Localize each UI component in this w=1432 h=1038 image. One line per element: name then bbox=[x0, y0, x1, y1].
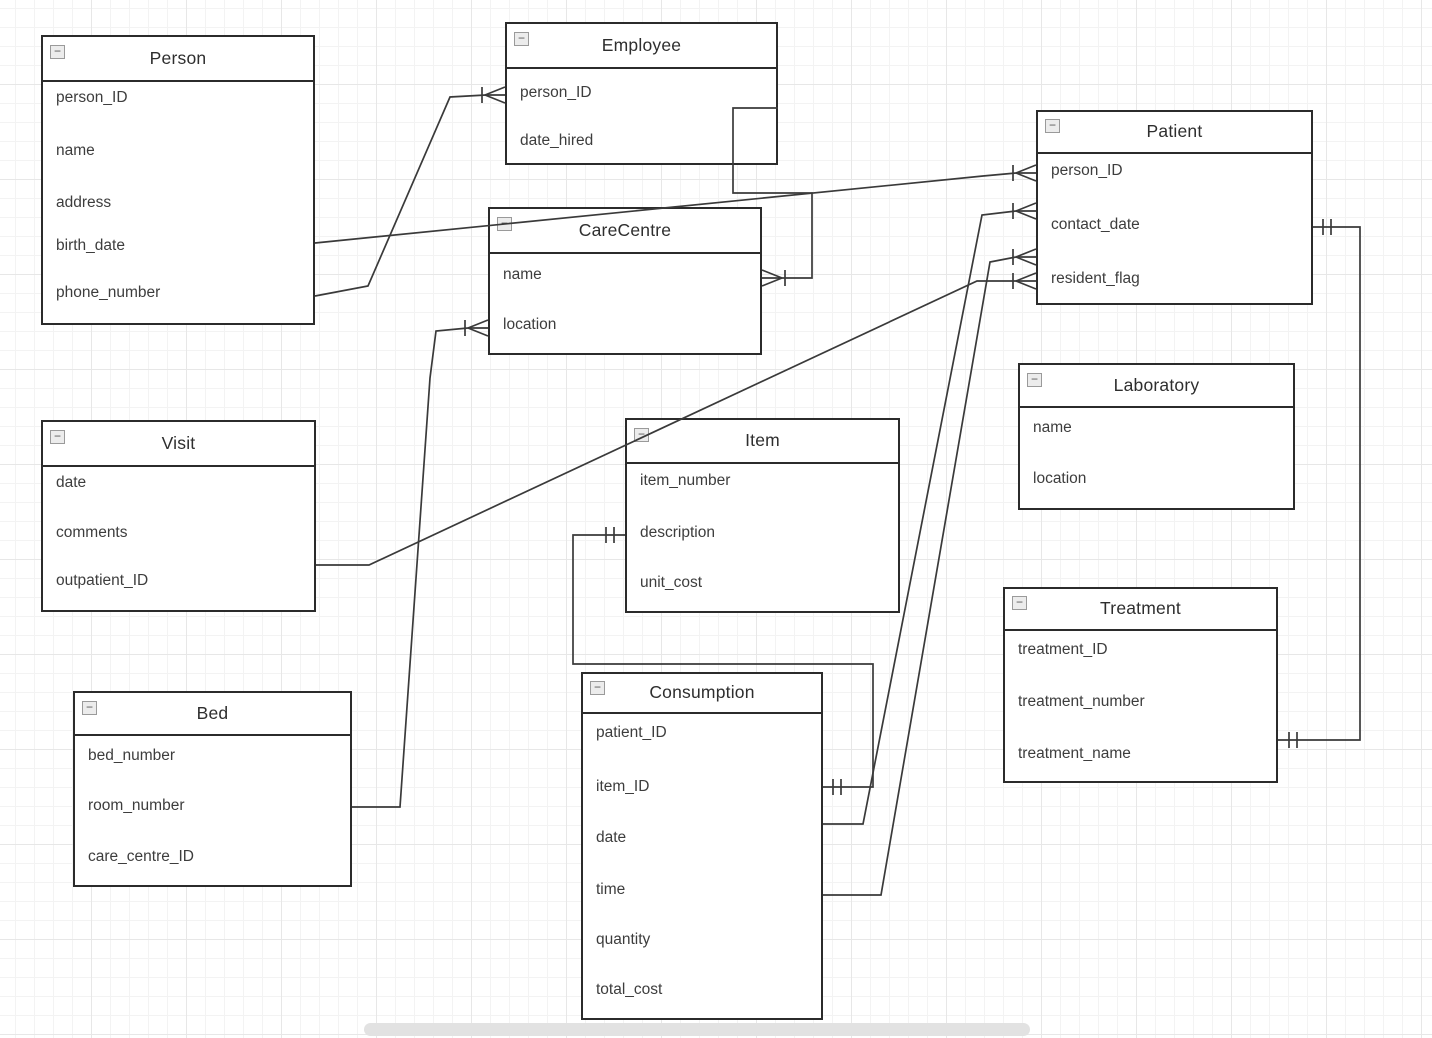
entity-person[interactable]: − Person person_ID name address birth_da… bbox=[41, 35, 315, 325]
field-row[interactable]: treatment_number bbox=[1018, 693, 1145, 710]
entity-title: Employee bbox=[601, 35, 682, 55]
entity-header: − Visit bbox=[43, 422, 314, 467]
field-row[interactable]: date_hired bbox=[520, 132, 594, 149]
field-row[interactable]: name bbox=[503, 266, 542, 283]
field-row[interactable]: person_ID bbox=[1051, 162, 1123, 179]
entity-header: − Consumption bbox=[583, 674, 821, 714]
field-row[interactable]: outpatient_ID bbox=[56, 572, 149, 589]
field-row[interactable]: name bbox=[1033, 419, 1072, 436]
field-row[interactable]: birth_date bbox=[56, 237, 125, 254]
field-row[interactable]: contact_date bbox=[1051, 216, 1140, 233]
field-row[interactable]: name bbox=[56, 142, 95, 159]
collapse-icon[interactable]: − bbox=[50, 430, 65, 444]
entity-title: Patient bbox=[1146, 121, 1203, 141]
field-row[interactable]: item_number bbox=[640, 472, 731, 489]
entity-employee[interactable]: − Employee person_ID date_hired bbox=[505, 22, 778, 165]
entity-title: Consumption bbox=[649, 682, 755, 702]
collapse-icon[interactable]: − bbox=[1027, 373, 1042, 387]
field-row[interactable]: total_cost bbox=[596, 981, 663, 998]
entity-header: − Bed bbox=[75, 693, 350, 736]
entity-bed[interactable]: − Bed bed_number room_number care_centre… bbox=[73, 691, 352, 887]
collapse-icon[interactable]: − bbox=[50, 45, 65, 59]
connector-person-employee[interactable] bbox=[314, 86, 506, 297]
field-row[interactable]: time bbox=[596, 881, 626, 898]
entity-consumption[interactable]: − Consumption patient_ID item_ID date ti… bbox=[581, 672, 823, 1020]
field-row[interactable]: location bbox=[1033, 470, 1087, 487]
entity-item[interactable]: − Item item_number description unit_cost bbox=[625, 418, 900, 613]
entity-title: CareCentre bbox=[578, 220, 672, 240]
field-row[interactable]: treatment_ID bbox=[1018, 641, 1108, 658]
field-row[interactable]: person_ID bbox=[56, 89, 128, 106]
entity-title: Visit bbox=[161, 433, 196, 453]
entity-header: − Person bbox=[43, 37, 313, 82]
field-row[interactable]: room_number bbox=[88, 797, 185, 814]
field-row[interactable]: date bbox=[56, 474, 87, 491]
entity-header: − Treatment bbox=[1005, 589, 1276, 631]
horizontal-scrollbar[interactable] bbox=[364, 1023, 1030, 1036]
field-row[interactable]: phone_number bbox=[56, 284, 161, 301]
entity-header: − CareCentre bbox=[490, 209, 760, 254]
entity-header: − Laboratory bbox=[1020, 365, 1293, 408]
field-row[interactable]: care_centre_ID bbox=[88, 848, 194, 865]
entity-title: Treatment bbox=[1100, 598, 1181, 618]
entity-header: − Item bbox=[627, 420, 898, 464]
field-row[interactable]: resident_flag bbox=[1051, 270, 1140, 287]
entity-header: − Employee bbox=[507, 24, 776, 69]
entity-header: − Patient bbox=[1038, 112, 1311, 154]
collapse-icon[interactable]: − bbox=[1045, 119, 1060, 133]
field-row[interactable]: item_ID bbox=[596, 778, 650, 795]
entity-title: Laboratory bbox=[1113, 375, 1200, 395]
field-row[interactable]: location bbox=[503, 316, 557, 333]
entity-title: Person bbox=[149, 48, 207, 68]
field-row[interactable]: address bbox=[56, 194, 112, 211]
entity-title: Item bbox=[745, 430, 780, 450]
field-row[interactable]: unit_cost bbox=[640, 574, 703, 591]
entity-treatment[interactable]: − Treatment treatment_ID treatment_numbe… bbox=[1003, 587, 1278, 783]
field-row[interactable]: date bbox=[596, 829, 627, 846]
collapse-icon[interactable]: − bbox=[514, 32, 529, 46]
field-row[interactable]: description bbox=[640, 524, 715, 541]
entity-laboratory[interactable]: − Laboratory name location bbox=[1018, 363, 1295, 510]
entity-carecentre[interactable]: − CareCentre name location bbox=[488, 207, 762, 355]
field-row[interactable]: comments bbox=[56, 524, 128, 541]
field-row[interactable]: treatment_name bbox=[1018, 745, 1131, 762]
entity-title: Bed bbox=[196, 703, 229, 723]
field-row[interactable]: bed_number bbox=[88, 747, 176, 764]
entity-patient[interactable]: − Patient person_ID contact_date residen… bbox=[1036, 110, 1313, 305]
connector-bed-carecentre[interactable] bbox=[352, 319, 489, 808]
collapse-icon[interactable]: − bbox=[82, 701, 97, 715]
field-row[interactable]: patient_ID bbox=[596, 724, 667, 741]
field-row[interactable]: person_ID bbox=[520, 84, 592, 101]
entity-visit[interactable]: − Visit date comments outpatient_ID bbox=[41, 420, 316, 612]
field-row[interactable]: quantity bbox=[596, 931, 651, 948]
